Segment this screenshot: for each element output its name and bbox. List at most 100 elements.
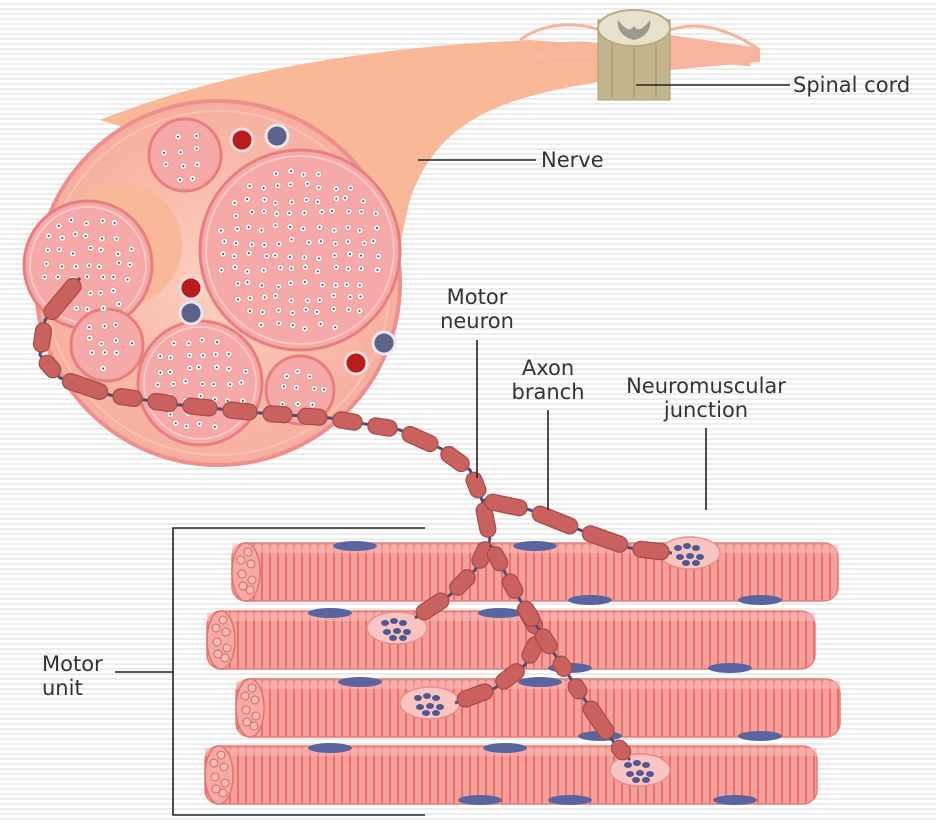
axon-core [216,366,218,368]
axon-core [290,267,292,269]
axon-core [275,173,277,175]
myelin-segment [464,470,489,500]
axon-core [228,368,230,370]
axon-core [88,337,90,339]
axon-core [363,242,365,244]
axon-core [297,403,299,405]
nucleus [308,608,352,618]
nucleus [548,795,592,805]
axon-core [303,256,305,258]
axon-core [290,299,292,301]
axon-core [48,235,50,237]
axon-core [200,395,202,397]
axon-core [290,282,292,284]
axon-core [318,257,320,259]
axon-core [234,266,236,268]
axon-core [249,310,251,312]
axon-core [195,147,197,149]
axon-core [175,422,177,424]
axon-core [349,253,351,255]
nucleus [458,795,502,805]
axon-core [228,353,230,355]
axon-core [179,179,181,181]
myelin-segment [367,417,399,438]
axon-core [296,370,298,372]
axon-core [334,326,336,328]
axon-core [319,226,321,228]
axon-core [70,219,72,221]
axon-core [360,254,362,256]
axon-core [376,269,378,271]
axon-core [289,256,291,258]
axon-core [335,188,337,190]
axon-core [349,187,351,189]
axon-core [233,255,235,257]
axon-core [100,249,102,251]
axon-core [360,211,362,213]
axon-core [303,212,305,214]
axon-core [115,352,117,354]
axon-core [266,255,268,257]
axon-core [214,398,216,400]
axon-core [333,294,335,296]
axon-core [202,354,204,356]
axon-core [61,265,63,267]
axon-core [333,229,335,231]
axon-core [115,238,117,240]
axon-core [98,266,100,268]
axon-core [248,226,250,228]
axon-core [222,253,224,255]
axon-core [264,296,266,298]
axon-core [102,307,104,309]
axon-core [191,178,193,180]
axon-core [260,324,262,326]
axon-core [88,264,90,266]
axon-core [169,413,171,415]
axon-core [317,201,319,203]
axon-core [185,380,187,382]
axon-core [260,229,262,231]
junction-plate [400,687,460,719]
axon-core [72,252,74,254]
myelin-segment [297,408,327,426]
axon-core [101,237,103,239]
axon-core [177,136,179,138]
myelin-segment [182,397,218,416]
axon-core [58,225,60,227]
axon-core [304,266,306,268]
axon-core [201,339,203,341]
axon-core [102,220,104,222]
axon-core [347,241,349,243]
axon-core [318,186,320,188]
axon-core [216,341,218,343]
axon-core [359,229,361,231]
axon-core [113,222,115,224]
nucleus [518,677,562,687]
axon-core [249,185,251,187]
axon-core [45,263,47,265]
axon-core [86,276,88,278]
axon-core [359,284,361,286]
axon-core [245,370,247,372]
axon-core [278,322,280,324]
axon-core [215,353,217,355]
muscle-fiber [232,543,838,601]
axon-core [292,324,294,326]
axon-core [335,197,337,199]
axon-core [277,309,279,311]
axon-core [75,265,77,267]
axon-core [283,385,285,387]
axon-core [289,183,291,185]
axon-core [289,226,291,228]
axon-core [188,354,190,356]
nucleus [713,795,757,805]
axon-core [90,247,92,249]
axon-core [333,254,335,256]
axon-core [359,295,361,297]
axon-core [169,371,171,373]
fascicle-top [149,119,221,191]
axon-core [196,163,198,165]
axon-core [335,266,337,268]
axon-core [130,248,132,250]
axon-core [334,243,336,245]
